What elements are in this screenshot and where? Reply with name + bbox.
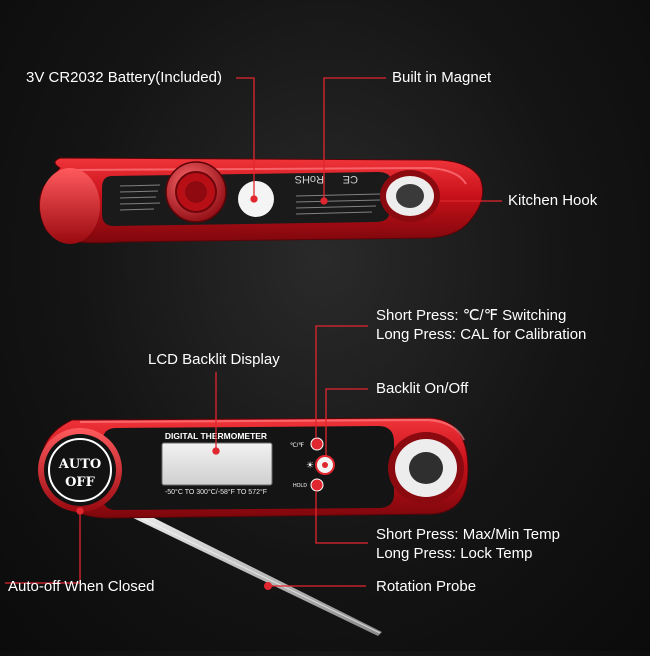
auto-off-dial: AUTO OFF (38, 428, 122, 512)
hinge-cap (40, 168, 100, 244)
light-icon: ☀ (306, 460, 314, 470)
back-fine-print (119, 184, 381, 215)
kitchen-hook-label: Kitchen Hook (508, 192, 598, 209)
maxmin-label-line2: Long Press: Lock Temp (376, 545, 533, 562)
backlight-button: ☀ (306, 455, 335, 475)
backlight-label: Backlit On/Off (376, 380, 469, 397)
hold-button: HOLD (293, 478, 324, 492)
unit-switch-button: ℃/℉ (290, 437, 324, 451)
thermometer-front-view: AUTO OFF DIGITAL THERMOMETER -50°C TO 30… (38, 417, 469, 636)
leader-lines (5, 77, 502, 587)
dial-auto-text: AUTO (58, 457, 101, 472)
device-range-label: -50°C TO 300°C/-58°F TO 572°F (165, 488, 267, 496)
maxmin-label-line1: Short Press: Max/Min Temp (376, 526, 560, 543)
lcd-label: LCD Backlit Display (148, 351, 280, 368)
unit-switch-label-line2: Long Press: CAL for Calibration (376, 326, 587, 343)
back-body-highlight (69, 166, 467, 185)
rohs-mark: RoHS (295, 173, 324, 185)
auto-off-leader (5, 512, 81, 584)
battery-leader (236, 77, 255, 198)
battery-cover (165, 161, 227, 223)
lcd-display (161, 442, 273, 486)
ce-mark: CE (343, 173, 358, 185)
dial-off-text: OFF (65, 475, 96, 490)
unit-switch-icon: ℃/℉ (290, 443, 304, 449)
battery-label: 3V CR2032 Battery(Included) (26, 69, 222, 86)
front-body-highlight (79, 418, 465, 441)
probe-label: Rotation Probe (376, 578, 477, 595)
rotation-probe (100, 500, 382, 636)
front-hook (388, 432, 464, 504)
unit-switch-leader (315, 325, 368, 438)
hold-leader (315, 491, 368, 544)
auto-off-label: Auto-off When Closed (8, 578, 155, 595)
backlight-leader (325, 388, 368, 456)
magnet-label: Built in Magnet (392, 69, 492, 86)
thermometer-back-view: RoHS CE (39, 157, 484, 244)
unit-switch-label-line1: Short Press: ℃/℉ Switching (376, 307, 567, 324)
kitchen-hook (380, 170, 440, 222)
hold-icon: HOLD (293, 483, 307, 489)
magnet-leader (323, 77, 386, 200)
